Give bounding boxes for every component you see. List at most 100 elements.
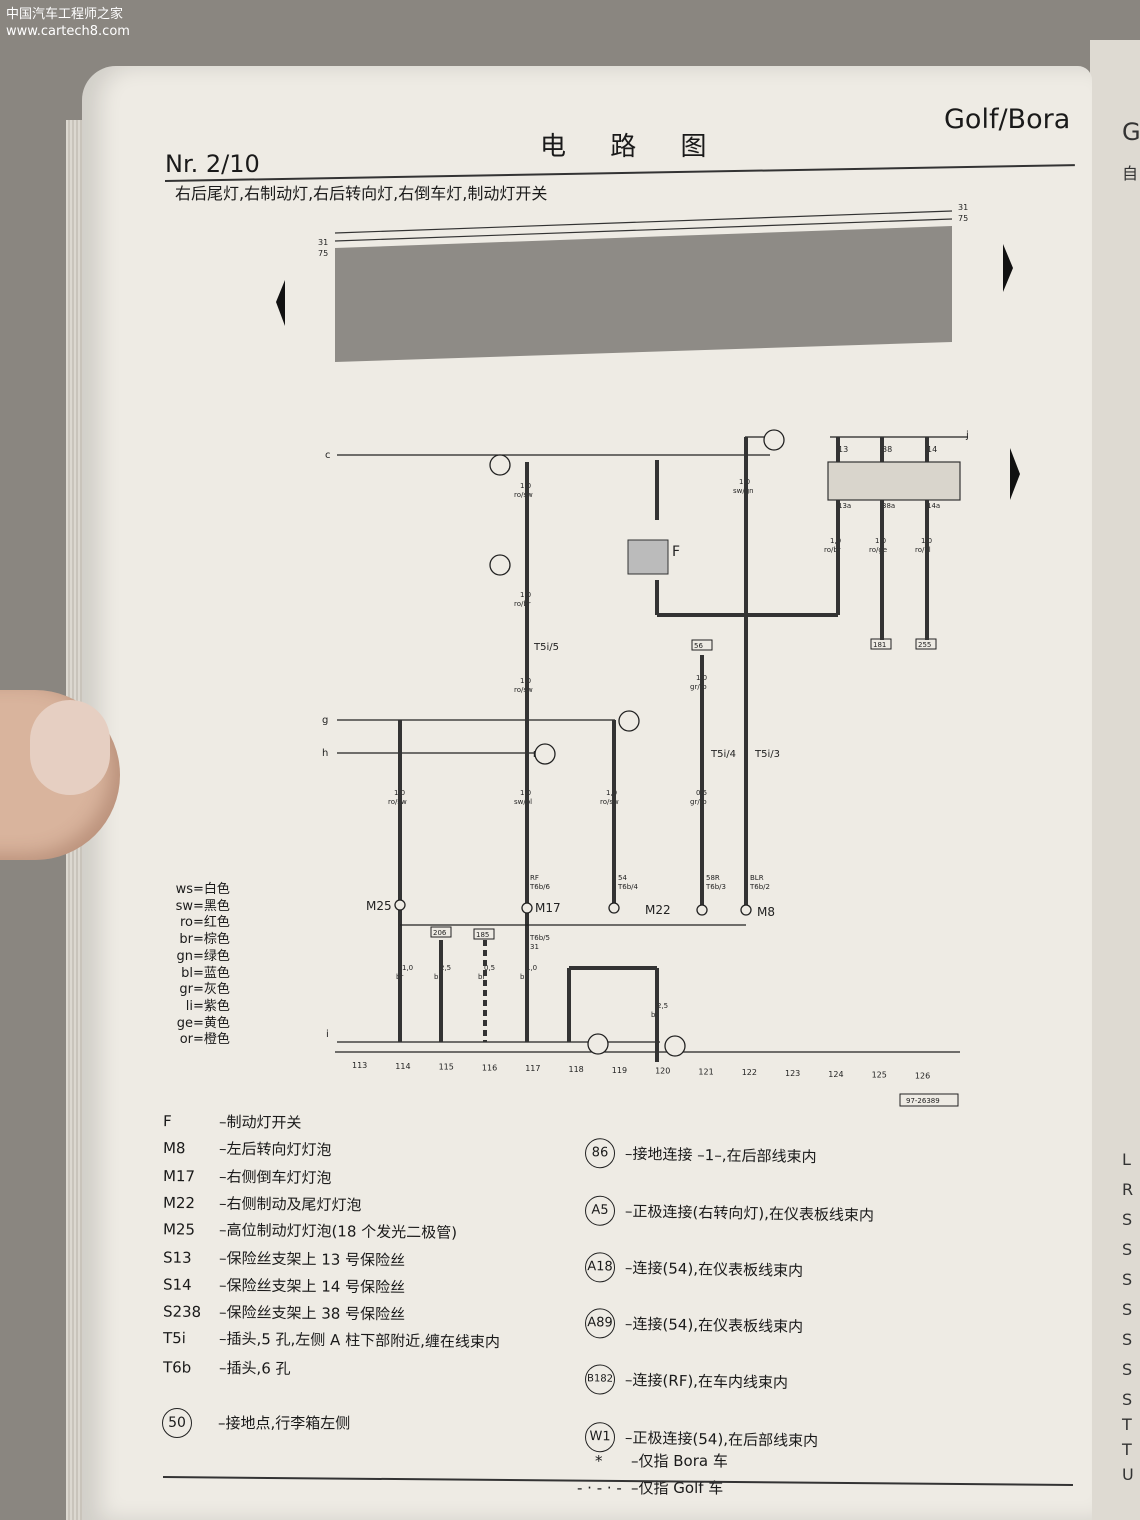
wire-gauge: 1,0 <box>606 789 617 797</box>
next-page-letter: L <box>1122 1150 1131 1169</box>
component-M25: M25 <box>366 899 392 913</box>
watermark-site-name: 中国汽车工程师之家 <box>6 7 124 22</box>
track-number-120: 120 <box>655 1067 670 1076</box>
component-T5i-4: T5i/4 <box>710 749 736 760</box>
color-code-gr: gr=灰色 <box>179 982 230 998</box>
track-number-126: 126 <box>915 1071 930 1080</box>
pin-ref: T6b/6 <box>529 883 551 891</box>
rail-label-i: i <box>326 1029 329 1040</box>
track-number-119: 119 <box>612 1066 627 1075</box>
legend-connector-B182: B182–连接(RF),在车内线束内 <box>584 1364 789 1398</box>
next-page-letter: G <box>1122 118 1140 146</box>
header-page-number: Nr. 2/10 <box>165 150 260 178</box>
next-page-letter: S <box>1122 1270 1133 1289</box>
color-code-or: or=橙色 <box>179 1032 230 1048</box>
wire-color: ro/sw <box>514 491 533 499</box>
component-M17: M17 <box>535 901 561 915</box>
wire-color: br <box>520 973 527 981</box>
wire-color: ro/ge <box>869 546 887 554</box>
pin-ref: 31 <box>530 943 539 951</box>
track-number-125: 125 <box>872 1071 887 1080</box>
track-number-122: 122 <box>742 1068 757 1077</box>
wire-color: ro/sw <box>600 798 619 806</box>
wire-gauge: 1,0 <box>830 537 841 545</box>
wire-color: ro/br <box>824 546 841 554</box>
legend-connector-W1: W1–正极连接(54),在后部线束内 <box>584 1421 819 1456</box>
next-page-letter: 自 <box>1122 164 1139 183</box>
legend-note: - · - · -–仅指 Golf 车 <box>577 1479 724 1497</box>
watermark-site-url: www.cartech8.com <box>6 24 130 39</box>
color-code-li: li=紫色 <box>185 998 230 1014</box>
wire-color: ro/bl <box>915 546 931 554</box>
bus-label-31-right: 31 <box>958 203 968 212</box>
wire-gauge: 1,0 <box>526 964 537 972</box>
legend-ground-50: 50–接地点,行李箱左侧 <box>162 1408 350 1438</box>
next-page-letter: S <box>1122 1390 1133 1409</box>
bulb-symbol <box>608 902 620 914</box>
dark-bus-band <box>335 226 952 362</box>
fuse-out-S238: 38a <box>882 502 895 510</box>
track-number-115: 115 <box>439 1063 454 1072</box>
bulb-symbol <box>521 902 533 914</box>
color-code-br: br=棕色 <box>179 932 230 948</box>
bulb-symbol <box>740 904 752 916</box>
next-arrow-icon <box>1003 244 1013 292</box>
legend-note: *–仅指 Bora 车 <box>595 1452 728 1470</box>
wire-color: ro/br <box>514 600 531 608</box>
color-code-gn: gn=绿色 <box>176 948 230 964</box>
ref-number-255: 255 <box>918 641 931 649</box>
header-subtitle: 右后尾灯,右制动灯,右后转向灯,右倒车灯,制动灯开关 <box>175 184 548 203</box>
ref-number-206: 206 <box>433 929 447 937</box>
next-page-letter: R <box>1122 1180 1134 1199</box>
connector-W1 <box>618 710 640 732</box>
ref-number-56: 56 <box>694 642 703 650</box>
legend-item-F: F–制动灯开关 <box>162 1112 302 1132</box>
legend-item-M25: M25–高位制动灯灯泡(18 个发光二极管) <box>162 1220 458 1242</box>
rail-label-g: g <box>322 715 328 726</box>
track-number-118: 118 <box>569 1065 584 1074</box>
connector-50 <box>664 1035 686 1057</box>
track-number-113: 113 <box>352 1061 367 1070</box>
color-code-ro: ro=红色 <box>179 915 230 931</box>
legend-item-S238: S238–保险丝支架上 38 号保险丝 <box>162 1302 406 1324</box>
legend-connector-A89: A89–连接(54),在仪表板线束内 <box>584 1308 804 1342</box>
color-code-ws: ws=白色 <box>175 882 230 897</box>
doc-code-box <box>899 1093 959 1107</box>
next-page-letter: S <box>1122 1210 1133 1229</box>
track-number-114: 114 <box>395 1062 410 1071</box>
pin-label: T6b/5 <box>529 934 550 942</box>
color-code-ge: ge=黄色 <box>176 1015 230 1031</box>
pin-label: 54 <box>618 874 627 882</box>
wire-color: ro/sw <box>388 798 407 806</box>
fuse-out-S14: 14a <box>927 502 940 510</box>
next-page-letter: S <box>1122 1360 1133 1379</box>
legend-item-S14: S14–保险丝支架上 14 号保险丝 <box>162 1275 406 1297</box>
component-F: F <box>672 544 680 560</box>
legend-connector-86: 86–接地连接 –1–,在后部线束内 <box>584 1137 817 1172</box>
pin-label: 58R <box>706 874 720 882</box>
legend-item-S13: S13–保险丝支架上 13 号保险丝 <box>162 1248 406 1269</box>
connector-86 <box>587 1033 609 1055</box>
ref-box <box>430 926 452 938</box>
watermark: 中国汽车工程师之家 www.cartech8.com <box>6 6 130 40</box>
wire-color: br <box>651 1011 658 1019</box>
bus-label-75: 75 <box>318 249 328 258</box>
rail-label-c: c <box>325 450 331 461</box>
ref-box <box>473 928 495 940</box>
next-page-letter: S <box>1122 1330 1133 1349</box>
bulb-symbol <box>394 899 406 911</box>
wire-color: gr/ro <box>690 683 707 691</box>
track-number-116: 116 <box>482 1063 497 1072</box>
legend-connector-A5: A5–正极连接(右转向灯),在仪表板线束内 <box>584 1195 874 1230</box>
fuse-out-S13: 13a <box>838 502 851 510</box>
next-arrow-icon-2 <box>1010 448 1020 500</box>
component-T5i-5: T5i/5 <box>533 642 559 653</box>
color-code-sw: sw=黑色 <box>175 898 230 914</box>
wire-color: ro/sw <box>514 686 533 694</box>
wire-color: gr/ro <box>690 798 707 806</box>
wire-gauge: 0,5 <box>484 964 495 972</box>
pin-ref: T6b/4 <box>617 883 639 891</box>
doc-code: 97-26389 <box>906 1097 940 1105</box>
wire-color: sw/gn <box>733 487 754 495</box>
